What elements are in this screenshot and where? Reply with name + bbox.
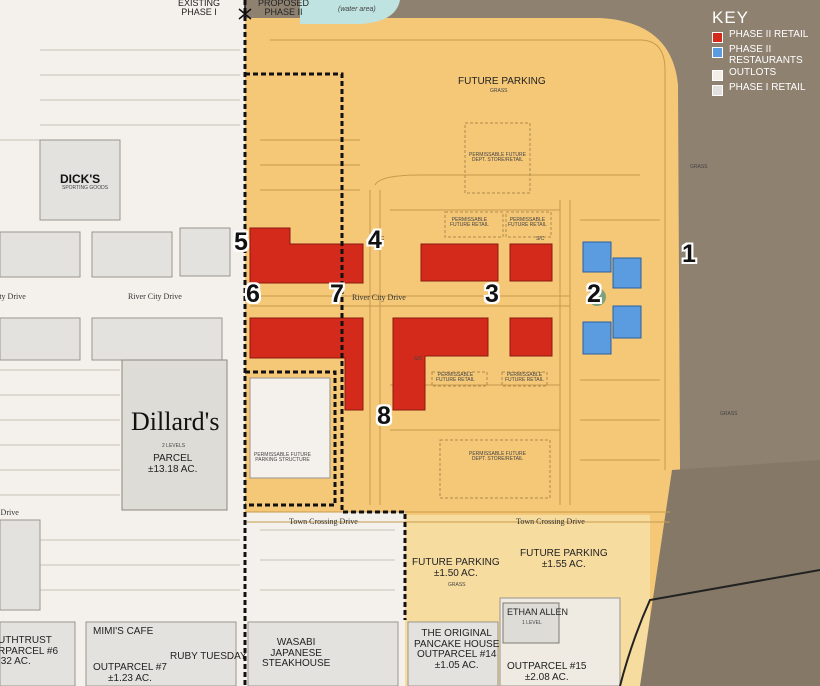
- retail-building-4: [420, 243, 499, 282]
- marker-8[interactable]: 8: [377, 402, 391, 430]
- future-parking-150: FUTURE PARKING ±1.50 AC.: [412, 557, 500, 579]
- outparcel-6-label: UTHTRUST RPARCEL #6 .32 AC.: [0, 635, 59, 667]
- water-area: [300, 0, 400, 24]
- outparcel-14-lot: [407, 621, 499, 686]
- river-city-drive-label-east: River City Drive: [352, 293, 406, 302]
- legend-label: PHASE II RETAIL: [729, 29, 809, 40]
- dillards-logo: Dillard's: [131, 407, 220, 436]
- river-city-drive-label-west: River City Drive: [0, 292, 26, 301]
- legend-item-phase-one-retail: PHASE I RETAIL: [712, 82, 820, 96]
- grass-label-south: GRASS: [448, 582, 466, 588]
- marker-2[interactable]: 2: [587, 280, 601, 308]
- wasabi-label: WASABI JAPANESE STEAKHOUSE: [262, 637, 331, 669]
- retail-building-east: [509, 317, 553, 357]
- outparcel-6-lot: [0, 621, 76, 686]
- grass-label-top: GRASS: [490, 88, 508, 94]
- pancake-house-label: THE ORIGINAL PANCAKE HOUSE OUTPARCEL #14…: [414, 628, 500, 671]
- permissable-parking-structure: PERMISSABLE FUTURE PARKING STRUCTURE: [254, 452, 311, 464]
- outparcel-7-lot: [85, 621, 237, 686]
- surrounding-land-south: [640, 460, 820, 686]
- phase-one-shops-west: [0, 231, 81, 278]
- marker-1[interactable]: 1: [682, 240, 696, 268]
- permissable-retail-north-east: PERMISSABLE FUTURE RETAIL: [508, 217, 547, 229]
- legend-label: OUTLOTS: [729, 67, 777, 78]
- dicks-sub-label: SPORTING GOODS: [62, 185, 109, 191]
- marker-6[interactable]: 6: [246, 280, 260, 308]
- future-parking-top-label: FUTURE PARKING: [458, 76, 546, 87]
- legend-swatch-retail: [712, 32, 723, 43]
- ruby-tuesday-label: RUBY TUESDAY: [170, 651, 247, 662]
- sc-label: S/C: [376, 236, 385, 242]
- phase-divider-x-icon: [238, 8, 252, 20]
- marker-3[interactable]: 3: [485, 280, 499, 308]
- water-label: (water area): [338, 6, 376, 13]
- permissable-retail-north: PERMISSABLE FUTURE RETAIL: [450, 217, 489, 229]
- ethan-allen-building: [502, 602, 560, 644]
- legend-item-phase-two-restaurants: PHASE II RESTAURANTS: [712, 44, 820, 66]
- phase-one-building-south: [0, 519, 41, 611]
- phase-boundary: [243, 0, 407, 686]
- river-city-drive-label-center: River City Drive: [128, 292, 182, 301]
- town-crossing-drive-label-west: Town Crossing Drive: [289, 517, 358, 526]
- existing-phase-label: EXISTING PHASE I: [178, 0, 221, 18]
- retail-building-5: [249, 227, 364, 284]
- grass-label-east: GRASS: [690, 164, 708, 170]
- legend-swatch-restaurants: [712, 47, 723, 58]
- legend-label: PHASE I RETAIL: [729, 82, 806, 93]
- phase-one-shops-south: [91, 317, 223, 361]
- future-parking-155: FUTURE PARKING ±1.55 AC.: [520, 548, 608, 570]
- town-crossing-drive-label-east: Town Crossing Drive: [516, 517, 585, 526]
- permissable-dept-store-north: PERMISSABLE FUTURE DEPT. STORE/RETAIL: [469, 152, 526, 164]
- outparcel-7-label: OUTPARCEL #7 ±1.23 AC.: [93, 662, 167, 684]
- phase-one-parking: [0, 49, 395, 591]
- permissable-retail-south: PERMISSABLE FUTURE RETAIL: [436, 372, 475, 384]
- wasabi-lot: [247, 621, 399, 686]
- permissible-outlines: [431, 122, 552, 499]
- sc-label: S/C: [414, 356, 423, 362]
- phase-one-shops-center: [91, 231, 173, 278]
- roundabout: [588, 288, 606, 306]
- county-road: [619, 569, 820, 686]
- sc-label: S/C: [536, 236, 545, 242]
- mimis-cafe-label: MIMI'S CAFE: [93, 626, 154, 637]
- legend-swatch-outlots: [712, 70, 723, 81]
- map-legend: KEY PHASE II RETAIL PHASE II RESTAURANTS…: [712, 8, 820, 96]
- ethan-allen-label: ETHAN ALLEN: [507, 607, 569, 617]
- legend-item-phase-two-retail: PHASE II RETAIL: [712, 29, 820, 43]
- dicks-building: [39, 139, 121, 221]
- phase-one-shops-sw: [0, 317, 81, 361]
- phase-one-shops-east: [179, 227, 231, 277]
- grass-label-southeast: GRASS: [720, 411, 738, 417]
- permissable-retail-south-east: PERMISSABLE FUTURE RETAIL: [505, 372, 544, 384]
- retail-building-8: [392, 317, 489, 411]
- marker-7[interactable]: 7: [330, 280, 344, 308]
- dillards-parcel: [121, 359, 228, 511]
- dicks-logo: DICK'S: [60, 172, 101, 186]
- dillards-levels: 2 LEVELS: [162, 443, 186, 449]
- marker-5[interactable]: 5: [234, 228, 248, 256]
- marker-4[interactable]: 4: [368, 226, 382, 254]
- proposed-phase-label: PROPOSED PHASE II: [258, 0, 310, 18]
- retail-building-6: [249, 317, 364, 411]
- legend-label: PHASE II RESTAURANTS: [729, 44, 803, 66]
- phase-two-retail: [249, 227, 553, 411]
- town-crossing-drive-label-far-west: Town Crossing Drive: [0, 508, 19, 517]
- legend-title: KEY: [712, 8, 750, 27]
- retail-building-3: [509, 243, 553, 282]
- ethan-allen-levels: 1 LEVEL: [522, 620, 542, 626]
- legend-item-outlots: OUTLOTS: [712, 67, 820, 81]
- permissable-dept-store-south: PERMISSABLE FUTURE DEPT. STORE/RETAIL: [469, 451, 526, 463]
- parking-structure-site: [249, 377, 331, 479]
- phase-two-restaurants: [582, 241, 642, 355]
- legend-swatch-phase-one: [712, 85, 723, 96]
- outparcel-15-label: OUTPARCEL #15 ±2.08 AC.: [507, 661, 587, 683]
- dillards-parcel-label: PARCEL ±13.18 AC.: [148, 453, 198, 475]
